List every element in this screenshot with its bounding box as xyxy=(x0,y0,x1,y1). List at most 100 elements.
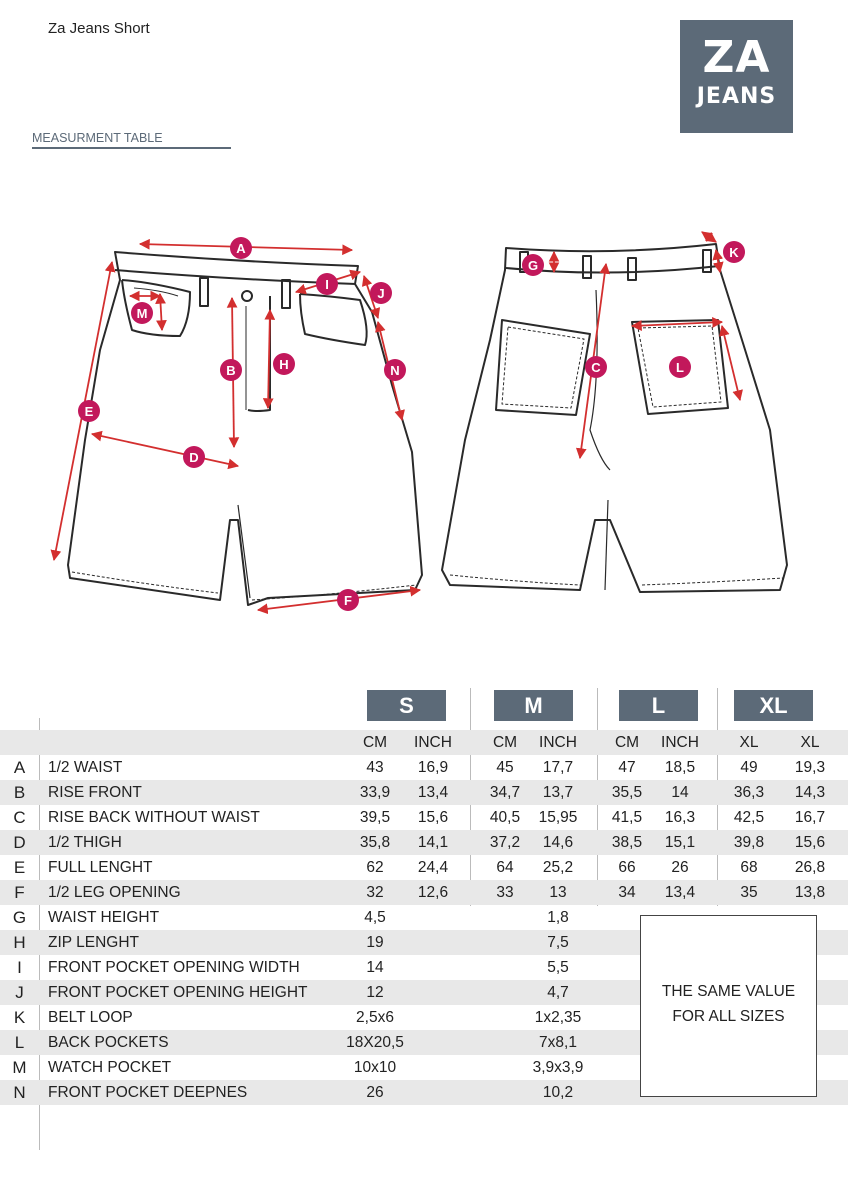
marker-A: A xyxy=(230,237,252,259)
row-value: 19,3 xyxy=(794,759,826,776)
product-title: Za Jeans Short xyxy=(48,20,150,37)
row-label: ZIP LENGHT xyxy=(48,934,140,951)
row-value: 25,2 xyxy=(542,859,574,876)
unit-header: XL xyxy=(739,734,759,751)
marker-I-text: I xyxy=(325,277,329,292)
row-code: C xyxy=(13,808,26,827)
row-value: 33 xyxy=(496,884,514,901)
same-value-note: THE SAME VALUE FOR ALL SIZES xyxy=(640,915,817,1097)
row-value: 14 xyxy=(671,784,689,801)
row-label: 1/2 LEG OPENING xyxy=(48,884,181,901)
row-code: H xyxy=(13,933,26,952)
marker-A-text: A xyxy=(236,241,246,256)
row-value-inch: 7,5 xyxy=(547,934,569,951)
row-label: FRONT POCKET OPENING HEIGHT xyxy=(48,984,308,1001)
marker-C: C xyxy=(585,356,607,378)
row-value: 15,95 xyxy=(538,809,578,826)
row-value: 39,5 xyxy=(359,809,391,826)
row-value: 47 xyxy=(618,759,636,776)
row-value-inch: 1,8 xyxy=(547,909,569,926)
row-value-cm: 14 xyxy=(366,959,384,976)
row-value: 15,6 xyxy=(794,834,826,851)
row-value: 13,4 xyxy=(664,884,696,901)
row-value-inch: 4,7 xyxy=(547,984,569,1001)
size-badge-xl: XL xyxy=(734,690,813,721)
section-label: MEASURMENT TABLE xyxy=(32,131,163,145)
marker-D: D xyxy=(183,446,205,468)
section-underline xyxy=(32,147,231,149)
front-shorts-drawing xyxy=(67,251,423,606)
row-code: D xyxy=(13,833,26,852)
row-code: E xyxy=(13,858,26,877)
row-value: 15,1 xyxy=(664,834,696,851)
row-value: 38,5 xyxy=(611,834,643,851)
row-value-cm: 12 xyxy=(366,984,384,1001)
row-value: 39,8 xyxy=(733,834,765,851)
row-value: 13 xyxy=(549,884,567,901)
row-value-inch: 10,2 xyxy=(542,1084,574,1101)
row-value: 16,7 xyxy=(794,809,826,826)
row-value: 35,8 xyxy=(359,834,391,851)
row-label: BELT LOOP xyxy=(48,1009,133,1026)
back-shorts-drawing xyxy=(441,243,788,593)
row-code: B xyxy=(13,783,26,802)
unit-header: CM xyxy=(362,734,388,751)
row-value: 37,2 xyxy=(489,834,521,851)
row-value: 12,6 xyxy=(417,884,449,901)
marker-M: M xyxy=(131,302,153,324)
row-value: 42,5 xyxy=(733,809,765,826)
table-row: G WAIST HEIGHT 4,5 1,8 xyxy=(0,905,848,930)
marker-J-text: J xyxy=(377,286,384,301)
row-value: 62 xyxy=(366,859,384,876)
row-code: L xyxy=(14,1033,25,1052)
logo-line-2: JEANS xyxy=(696,84,777,109)
row-value-inch: 7x8,1 xyxy=(539,1034,577,1051)
row-label: WAIST HEIGHT xyxy=(48,909,160,926)
row-code: N xyxy=(13,1083,26,1102)
row-value: 66 xyxy=(618,859,636,876)
marker-B: B xyxy=(220,359,242,381)
row-value-inch: 3,9x3,9 xyxy=(532,1059,584,1076)
row-value: 24,4 xyxy=(417,859,449,876)
row-value: 64 xyxy=(496,859,514,876)
row-value-cm: 18X20,5 xyxy=(346,1034,404,1051)
row-value: 33,9 xyxy=(359,784,391,801)
marker-G-text: G xyxy=(528,258,538,273)
marker-F: F xyxy=(337,589,359,611)
row-code: G xyxy=(12,908,27,927)
marker-L-text: L xyxy=(676,360,684,375)
marker-N: N xyxy=(384,359,406,381)
row-value: 16,9 xyxy=(417,759,449,776)
same-value-line-1: THE SAME VALUE xyxy=(661,983,796,1000)
marker-I: I xyxy=(316,273,338,295)
same-value-line-2: FOR ALL SIZES xyxy=(672,1008,785,1025)
unit-header: CM xyxy=(614,734,640,751)
row-label: RISE FRONT xyxy=(48,784,142,801)
row-value-cm: 26 xyxy=(366,1084,384,1101)
row-code: M xyxy=(12,1058,27,1077)
row-value: 45 xyxy=(496,759,514,776)
row-value: 14,6 xyxy=(542,834,574,851)
row-label: WATCH POCKET xyxy=(48,1059,172,1076)
size-badge-s: S xyxy=(367,690,446,721)
marker-E: E xyxy=(78,400,100,422)
row-value-cm: 2,5x6 xyxy=(356,1009,394,1026)
marker-B-text: B xyxy=(226,363,235,378)
marker-D-text: D xyxy=(189,450,198,465)
row-value: 32 xyxy=(366,884,384,901)
row-label: 1/2 WAIST xyxy=(48,759,123,776)
row-code: K xyxy=(13,1008,26,1027)
unit-header: CM xyxy=(492,734,518,751)
unit-header: INCH xyxy=(539,734,577,751)
row-label: RISE BACK WITHOUT WAIST xyxy=(48,809,260,826)
brand-logo: ZA JEANS xyxy=(680,20,793,133)
row-value-cm: 4,5 xyxy=(364,909,386,926)
row-label: FULL LENGHT xyxy=(48,859,153,876)
row-value-inch: 1x2,35 xyxy=(534,1009,582,1026)
marker-K-text: K xyxy=(729,245,739,260)
